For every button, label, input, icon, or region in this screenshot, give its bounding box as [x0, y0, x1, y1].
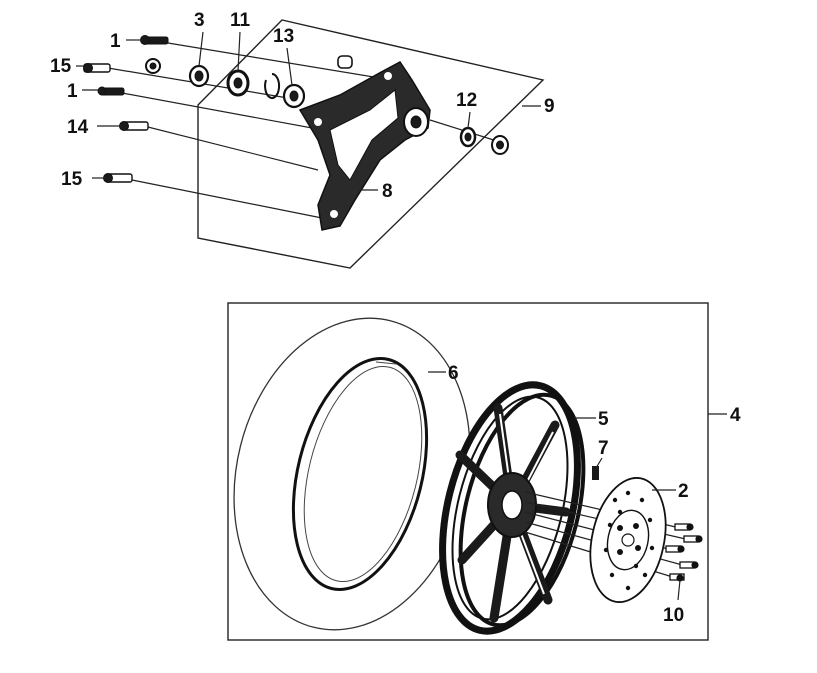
- disc-bolts-10: [665, 523, 703, 582]
- wheel-rim-5: [439, 381, 586, 635]
- callout-5: 5: [598, 409, 609, 430]
- wheel-group: [227, 302, 727, 641]
- wheel-leader-lines: [428, 371, 727, 601]
- callout-4: 4: [730, 405, 741, 426]
- callout-8: 8: [382, 181, 393, 202]
- callout-12: 12: [456, 90, 477, 111]
- bolt-15-top: [83, 63, 111, 73]
- group-frame-9: [197, 19, 545, 269]
- bolt-1-mid: [97, 86, 125, 96]
- callout-15-top: 15: [50, 56, 72, 77]
- callout-14: 14: [67, 117, 89, 138]
- assembly-guide-lines: [107, 42, 501, 219]
- top-leader-lines: [76, 31, 541, 191]
- bolt-15-bottom: [103, 173, 133, 183]
- bolt-1-top: [140, 35, 169, 45]
- nut-left: [145, 58, 161, 74]
- bearing-12: [459, 126, 477, 148]
- callout-1-mid: 1: [67, 81, 78, 102]
- collar-3: [188, 64, 210, 88]
- swingarm-bracket-8: [298, 61, 431, 231]
- collar-13: [282, 83, 306, 109]
- callout-11: 11: [230, 10, 251, 31]
- callout-13: 13: [273, 26, 294, 47]
- nut-right: [491, 135, 509, 155]
- tire-6: [233, 317, 471, 631]
- bolt-14: [119, 121, 149, 131]
- callout-10: 10: [663, 605, 684, 626]
- valve-7: [592, 466, 599, 480]
- callout-1-top: 1: [110, 31, 121, 52]
- callout-6: 6: [448, 363, 459, 384]
- callout-labels: 1 3 11 13 15 1 14 15 12 9 8 6 5 4 7 2 10: [50, 10, 741, 626]
- callout-2: 2: [678, 481, 689, 502]
- callout-15-bottom: 15: [61, 169, 83, 190]
- callout-7: 7: [598, 438, 609, 459]
- brake-disc-2: [589, 477, 667, 603]
- swingarm-bracket-group: [76, 19, 545, 269]
- group-frame-4: [227, 302, 709, 641]
- callout-3: 3: [194, 10, 205, 31]
- spacer-top: [337, 55, 353, 69]
- bearing-11: [226, 69, 250, 97]
- callout-9: 9: [544, 96, 555, 117]
- circlip: [264, 72, 281, 99]
